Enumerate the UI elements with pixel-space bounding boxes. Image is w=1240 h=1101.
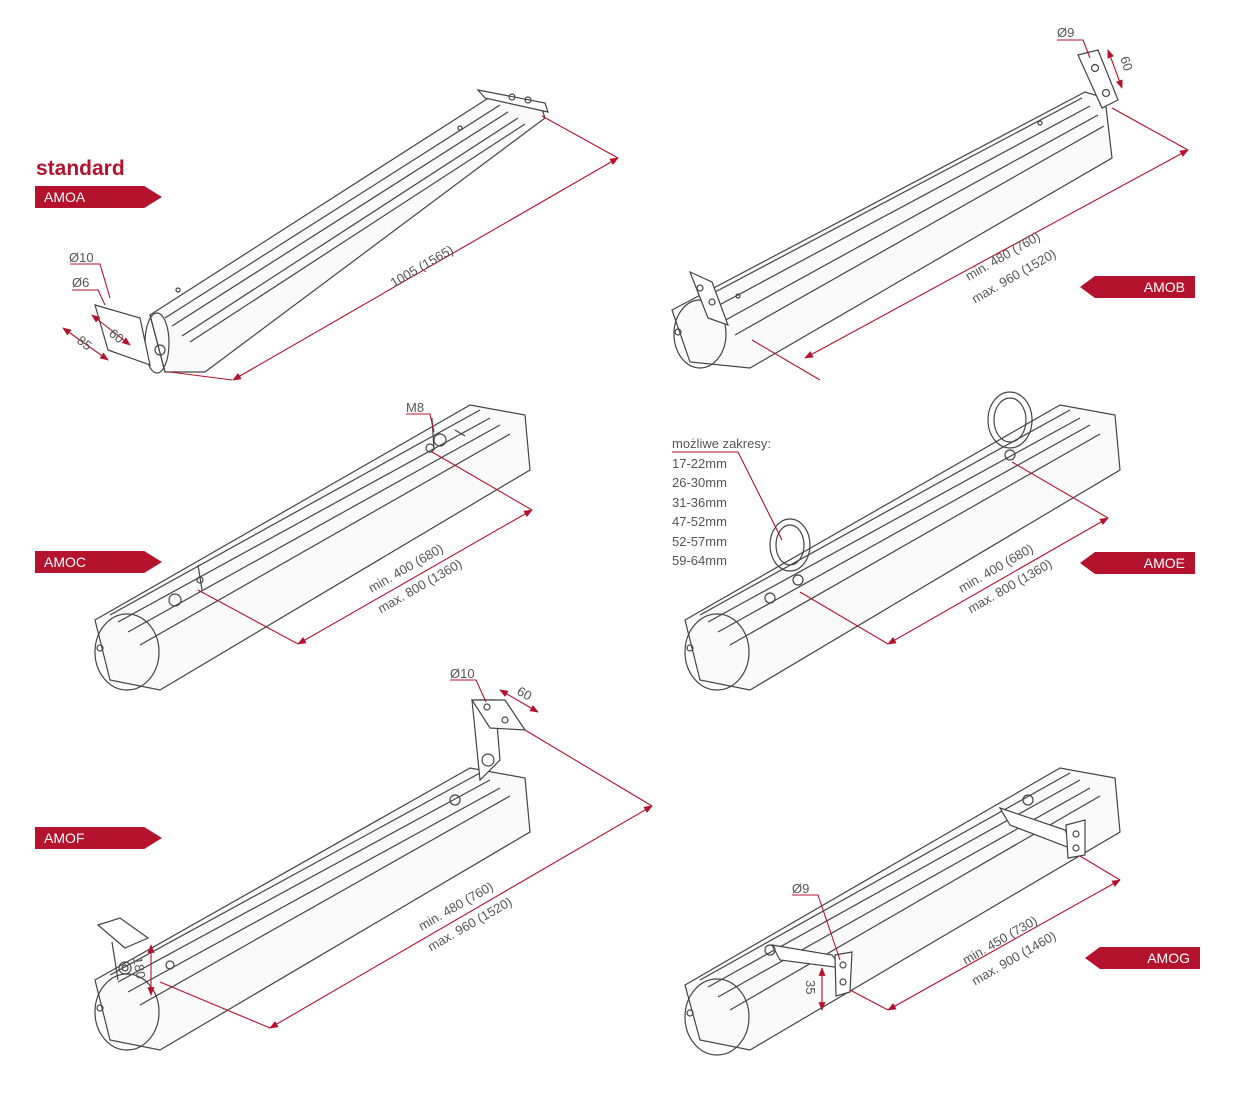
amof-gap-label: 60 [515,683,535,703]
amoa-length-label: 1005 (1565) [388,242,456,290]
tag-amoe: AMOE [1080,552,1195,574]
heater-amoc [94,404,531,691]
clamp-range-item: 17-22mm [672,455,727,471]
clamp-range-item: 47-52mm [672,514,727,529]
tag-amoa: AMOA [35,186,162,208]
clamp-range-item: 31-36mm [672,494,727,510]
tag-amoc: AMOC [35,551,162,573]
heater-amog [684,767,1121,1056]
tag-amog: AMOG [1085,947,1200,969]
dimensions-amoa [62,115,619,381]
dimensions-amob [751,39,1189,381]
clamp-ranges-list: możliwe zakresy: 17-22mm 26-30mm 31-36mm… [672,434,771,571]
tag-amob: AMOB [1080,276,1195,298]
tag-amof: AMOF [35,827,162,849]
amof-height-label: 180 [130,956,149,980]
dimensions-amoe [672,451,1109,645]
dimensions-amog [792,855,1121,1011]
clamp-ranges-title: możliwe zakresy: [672,436,771,451]
clamp-range-item: 59-64mm [672,553,727,568]
heater-amof [94,699,531,1051]
heater-amob [671,49,1119,369]
amoa-hole-small-label: Ø6 [72,275,89,290]
amof-hole-label: Ø10 [450,666,475,681]
amob-gap-label: 60 [1117,54,1136,72]
amog-hole-label: Ø9 [792,881,809,896]
amoa-hole-large-label: Ø10 [69,250,94,265]
clamp-range-item: 52-57mm [672,533,727,549]
clamp-range-item: 26-30mm [672,475,727,490]
amob-hole-label: Ø9 [1057,25,1074,40]
standard-heading: standard [36,157,125,180]
heater-amoa [94,89,549,374]
dimensions-amof [147,679,653,1029]
dimensions-amoc [197,413,533,645]
amoc-bolt-label: M8 [406,400,424,415]
amog-height-label: 35 [803,980,818,994]
amoa-width-85-label: 85 [74,333,95,354]
